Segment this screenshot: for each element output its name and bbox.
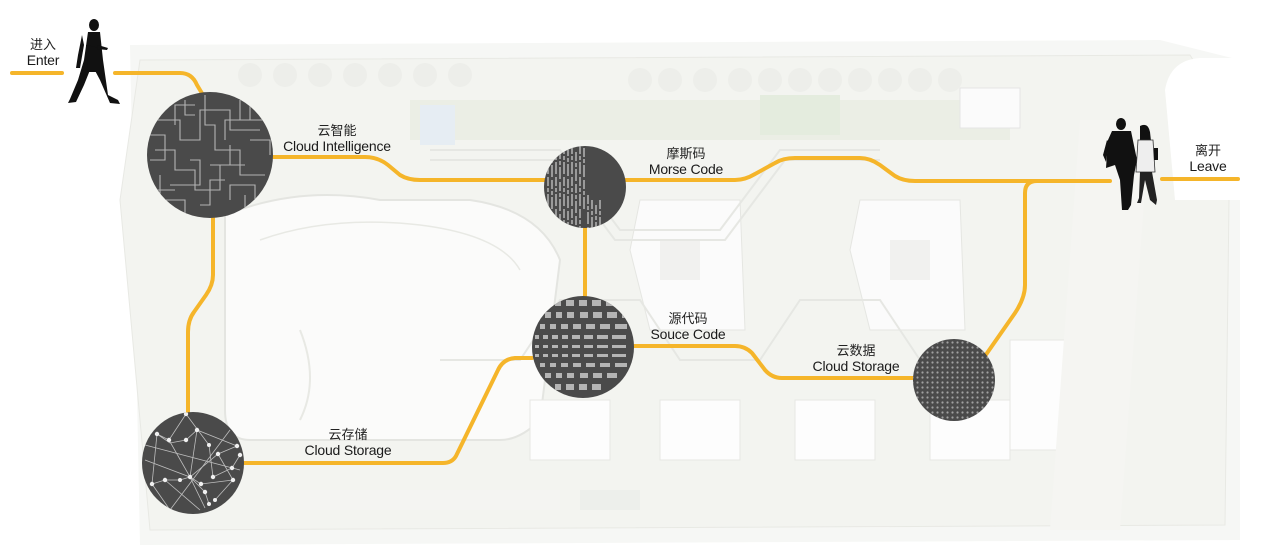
label-enter: 进入 Enter xyxy=(18,38,68,68)
label-cloud-intelligence-en: Cloud Intelligence xyxy=(283,138,391,154)
route-cloud-intelligence-down xyxy=(186,216,215,414)
node-source-code[interactable] xyxy=(532,296,634,398)
label-cloud-data: 云数据 Cloud Storage xyxy=(800,344,912,374)
route-storage-to-source xyxy=(242,356,534,465)
label-morse-code-en: Morse Code xyxy=(648,161,724,177)
label-leave-cn: 离开 xyxy=(1194,144,1221,159)
label-cloud-storage-en: Cloud Storage xyxy=(304,442,392,458)
label-cloud-intelligence: 云智能 Cloud Intelligence xyxy=(272,124,402,154)
node-morse-code[interactable] xyxy=(544,145,626,230)
label-enter-en: Enter xyxy=(26,52,60,68)
label-leave-en: Leave xyxy=(1189,158,1227,174)
walking-man-icon xyxy=(68,19,120,104)
halftone-dot-pattern-icon xyxy=(913,339,995,421)
block-grid-pattern-icon xyxy=(535,300,630,390)
route-to-cloud-intelligence xyxy=(113,71,208,102)
label-leave: 离开 Leave xyxy=(1182,144,1234,174)
node-cloud-data[interactable] xyxy=(913,339,995,421)
route-cloud-intelligence-to-morse xyxy=(270,155,548,182)
label-cloud-data-cn: 云数据 xyxy=(836,344,876,359)
route-morse-to-leave xyxy=(624,156,1112,183)
route-cloud-data-to-leave xyxy=(983,179,1039,358)
label-cloud-storage-cn: 云存储 xyxy=(328,428,368,443)
label-source-code-cn: 源代码 xyxy=(668,312,708,327)
network-constellation-pattern-icon xyxy=(144,412,243,511)
node-cloud-intelligence[interactable] xyxy=(147,92,273,218)
route-source-to-cloud-data xyxy=(632,344,915,380)
node-cloud-storage[interactable] xyxy=(142,412,244,514)
label-enter-cn: 进入 xyxy=(29,38,56,53)
journey-route xyxy=(10,71,1240,465)
label-source-code: 源代码 Souce Code xyxy=(638,312,738,342)
label-cloud-storage: 云存储 Cloud Storage xyxy=(292,428,404,458)
label-cloud-data-en: Cloud Storage xyxy=(812,358,900,374)
label-cloud-intelligence-cn: 云智能 xyxy=(317,124,357,139)
label-morse-code: 摩斯码 Morse Code xyxy=(636,147,736,177)
vertical-dash-pattern-icon xyxy=(547,146,601,228)
label-morse-code-cn: 摩斯码 xyxy=(666,147,706,162)
walking-couple-icon xyxy=(1103,118,1158,210)
label-source-code-en: Souce Code xyxy=(650,326,726,342)
